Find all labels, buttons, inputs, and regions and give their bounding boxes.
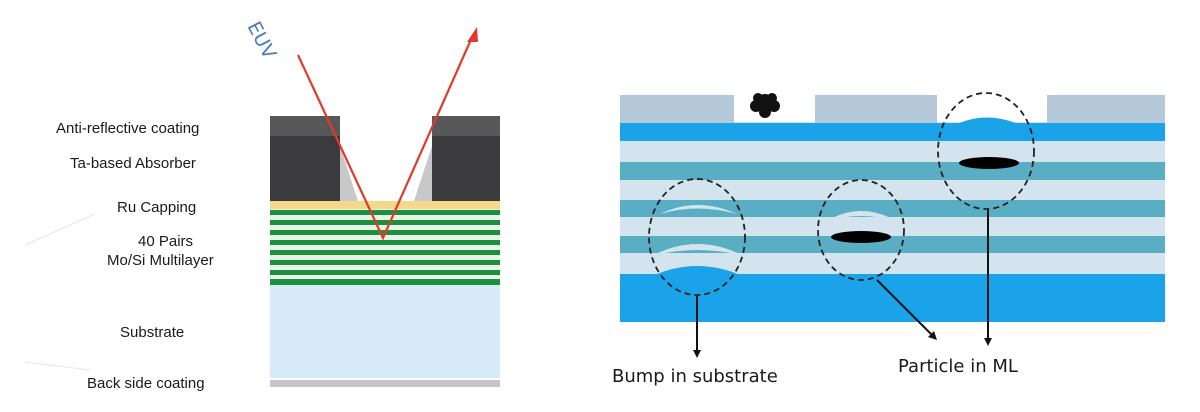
label-multilayer-pairs: 40 Pairs [138,233,194,250]
particle-middle [831,231,891,243]
backside-coating-layer [270,380,500,387]
top-absorber-block-2 [815,95,937,123]
label-multilayer-material: Mo/Si Multilayer [107,252,214,269]
particle-defect-upper [937,92,1035,210]
ru-capping-layer [270,201,500,209]
caption-particle-in-ml: Particle in ML [898,356,1018,377]
label-ru-capping: Ru Capping [117,199,197,216]
ml-band-teal-3 [620,236,1165,253]
particle-defect-middle [817,179,905,281]
caption-bump-in-substrate: Bump in substrate [612,366,778,387]
ml-band-top-blue [620,123,1165,141]
label-substrate: Substrate [120,324,185,341]
ml-band-teal-1 [620,162,1165,180]
label-absorber: Ta-based Absorber [70,155,196,172]
label-back-side-coating: Back side coating [87,375,205,392]
absorber-sidewall-right [414,146,432,201]
surface-particle-blob [750,93,780,118]
top-absorber-block-3 [1047,95,1165,123]
substrate-layer [270,285,500,378]
label-anti-reflective-coating: Anti-reflective coating [56,120,200,137]
euv-beam-path [297,34,475,241]
particle-upper [959,157,1019,169]
arc-layer-left [270,116,340,136]
absorber-block-right [432,136,500,201]
bump-defect [648,178,746,296]
euv-beam-arrowhead [467,27,478,42]
ml-band-teal-2 [620,200,1165,217]
top-absorber-block-1 [620,95,734,123]
pointer-arrows [693,210,992,358]
arc-layer-right [432,116,500,136]
absorber-sidewall-left [340,146,358,201]
absorber-block-left [270,136,340,201]
